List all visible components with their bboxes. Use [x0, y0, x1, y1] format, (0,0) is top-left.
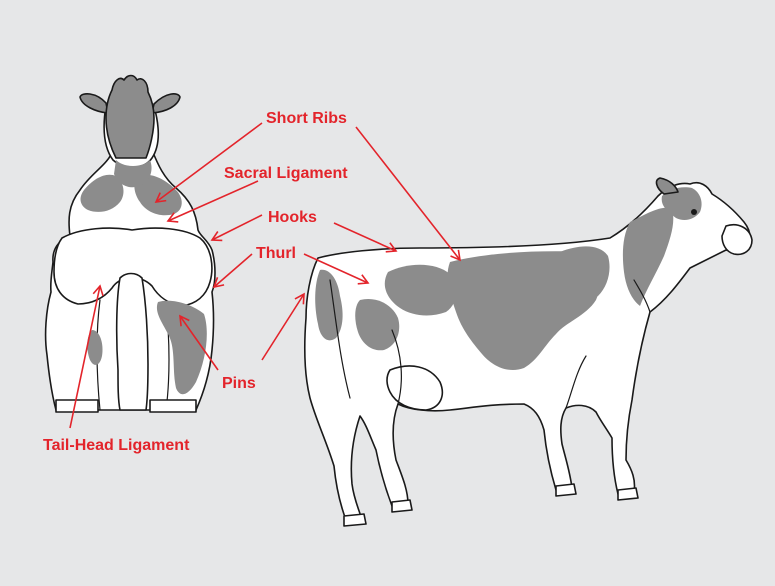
side-cow-ear [657, 178, 678, 194]
thurl-arrow-rear [214, 254, 252, 287]
side-cow-eye [691, 209, 697, 215]
side-view-cow [305, 178, 752, 526]
hooks-arrow-rear [212, 215, 262, 240]
label-thurl: Thurl [256, 245, 296, 262]
pins-arrow-side [262, 294, 304, 360]
label-sacral-ligament: Sacral Ligament [224, 165, 348, 182]
label-tail-head-ligament: Tail-Head Ligament [43, 437, 190, 454]
rear-cow-tail [117, 274, 148, 411]
rear-cow-right-ear [152, 94, 180, 113]
rear-cow-head [106, 76, 154, 159]
rear-view-cow [46, 76, 215, 413]
label-pins: Pins [222, 375, 256, 392]
short-ribs-arrow-rear [156, 123, 262, 202]
label-short-ribs: Short Ribs [266, 110, 347, 127]
rear-cow-left-ear [80, 94, 108, 113]
label-hooks: Hooks [268, 209, 317, 226]
hooks-arrow-side [334, 223, 396, 251]
